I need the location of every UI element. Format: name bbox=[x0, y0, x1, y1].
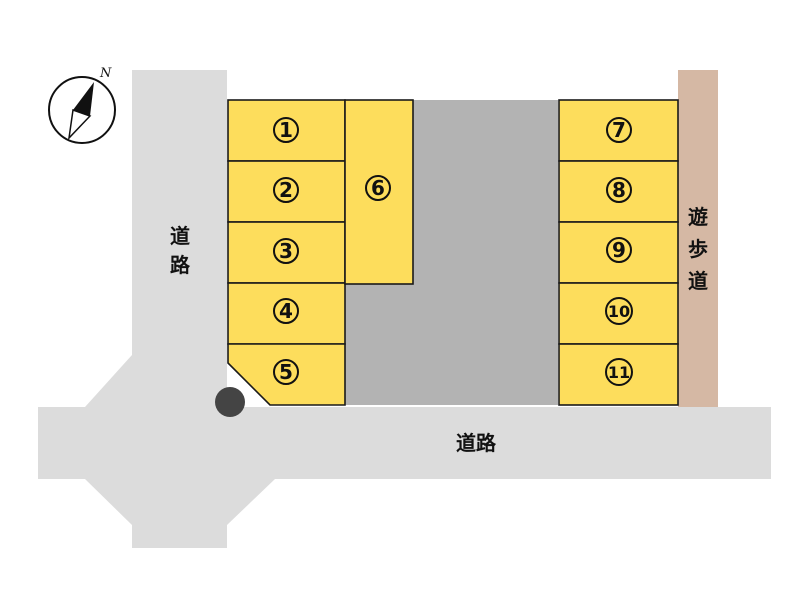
lot-number-badge bbox=[605, 297, 633, 325]
lot-number: 8 bbox=[612, 178, 626, 202]
lot-2[interactable]: 2 bbox=[227, 160, 346, 223]
lot-1[interactable]: 1 bbox=[227, 99, 346, 162]
lot-number-badge bbox=[273, 117, 299, 143]
lot-number-badge bbox=[273, 298, 299, 324]
compass-north-needle bbox=[73, 82, 94, 116]
intersection-corner-se bbox=[227, 479, 275, 525]
lot-8[interactable]: 8 bbox=[558, 160, 679, 223]
lot-number: 2 bbox=[279, 178, 293, 202]
lot-number: 3 bbox=[279, 239, 293, 263]
utility-pole-marker bbox=[215, 387, 245, 417]
compass: N bbox=[48, 66, 116, 144]
lot-number-badge bbox=[273, 177, 299, 203]
lot-9[interactable]: 9 bbox=[558, 221, 679, 284]
lot-5[interactable]: 5 bbox=[227, 343, 346, 406]
lot-number: 1 bbox=[279, 118, 293, 142]
lot-number-badge bbox=[365, 175, 391, 201]
lot-number: 5 bbox=[279, 360, 293, 384]
lot-7[interactable]: 7 bbox=[558, 99, 679, 162]
compass-south-needle bbox=[67, 108, 92, 141]
lot-number: 10 bbox=[608, 302, 630, 321]
lot-6[interactable]: 6 bbox=[344, 99, 414, 285]
lot-number: 7 bbox=[612, 118, 626, 142]
intersection-corner-nw bbox=[85, 355, 132, 407]
lot-number: 9 bbox=[612, 238, 626, 262]
lot-3[interactable]: 3 bbox=[227, 221, 346, 284]
intersection-corner-sw bbox=[85, 479, 132, 525]
lot-number-badge bbox=[605, 358, 633, 386]
compass-north-label: N bbox=[99, 66, 112, 81]
lot-4[interactable]: 4 bbox=[227, 282, 346, 345]
walkway-label-1: 遊 bbox=[688, 205, 708, 229]
lot-number-badge bbox=[606, 237, 632, 263]
central-road bbox=[345, 100, 558, 405]
lot-number-badge bbox=[606, 177, 632, 203]
west-road-label-2: 路 bbox=[170, 253, 191, 277]
lot-11[interactable]: 11 bbox=[558, 343, 679, 406]
lot-number-badge bbox=[273, 359, 299, 385]
lot-10[interactable]: 10 bbox=[558, 282, 679, 345]
lot-number-badge bbox=[606, 117, 632, 143]
south-road-label: 道路 bbox=[456, 431, 497, 455]
west-road-label-1: 道 bbox=[170, 224, 190, 248]
lot-number-badge bbox=[273, 238, 299, 264]
lot-number: 11 bbox=[608, 363, 630, 382]
south-road bbox=[38, 407, 771, 479]
walkway-label-3: 道 bbox=[688, 269, 708, 293]
lot-number: 6 bbox=[371, 176, 385, 200]
walkway bbox=[678, 70, 718, 407]
lot-number: 4 bbox=[279, 299, 293, 323]
walkway-label-2: 歩 bbox=[688, 237, 708, 261]
